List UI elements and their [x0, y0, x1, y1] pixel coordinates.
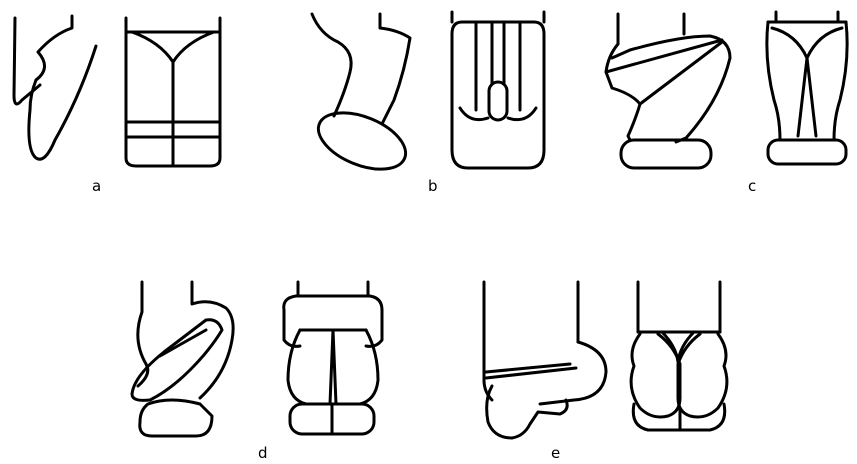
panel-d-side-view — [132, 282, 233, 436]
panel-b: b — [310, 12, 544, 195]
panel-a: a — [14, 16, 220, 195]
panel-e-front-view — [631, 282, 727, 430]
panel-label-e: e — [551, 444, 560, 462]
panel-label-a: a — [92, 177, 101, 195]
panel-b-side-view — [310, 14, 413, 180]
panel-a-front-view — [126, 18, 220, 166]
panel-c: c — [606, 12, 847, 195]
panel-d: d — [132, 282, 382, 462]
panel-label-b: b — [428, 177, 438, 195]
panel-c-front-view — [767, 12, 847, 164]
panel-label-d: d — [258, 444, 268, 462]
panel-b-front-view — [452, 12, 544, 168]
panel-label-c: c — [748, 177, 756, 195]
panel-d-front-view — [284, 282, 382, 434]
panel-c-side-view — [606, 14, 730, 168]
panel-e-side-view — [484, 282, 606, 438]
panel-e: e — [484, 282, 727, 462]
panel-a-side-view — [14, 16, 96, 159]
